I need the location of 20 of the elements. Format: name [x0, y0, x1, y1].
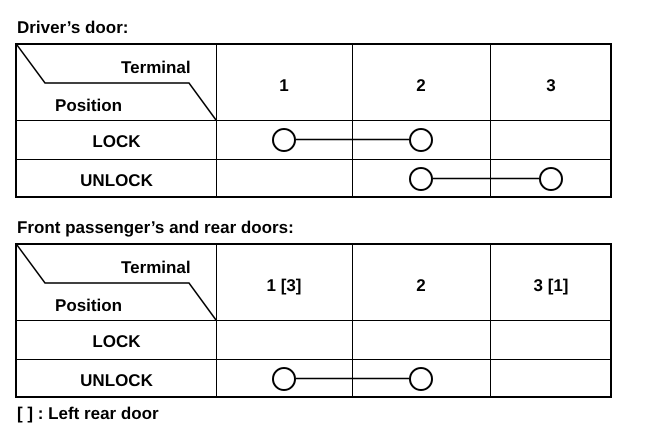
- connection-line: [296, 378, 409, 380]
- row-header: Position: [55, 95, 122, 117]
- position-label: LOCK: [91, 331, 142, 353]
- terminal-number: 1: [278, 75, 290, 97]
- row-header: Position: [55, 295, 122, 317]
- table-heading: Front passenger’s and rear doors:: [17, 218, 294, 238]
- table-heading: Driver’s door:: [17, 18, 128, 38]
- connection-line: [296, 138, 409, 140]
- connection-line: [433, 178, 539, 180]
- terminal-number: 1 [3]: [266, 275, 302, 297]
- position-label: UNLOCK: [79, 170, 154, 192]
- footnote: [ ] : Left rear door: [17, 403, 159, 425]
- column-header: Terminal: [121, 57, 191, 79]
- terminal-number: 2: [415, 75, 427, 97]
- position-label: UNLOCK: [79, 370, 154, 392]
- column-header: Terminal: [121, 257, 191, 279]
- terminal-number: 3: [545, 75, 557, 97]
- terminal-number: 3 [1]: [532, 275, 570, 297]
- position-label: LOCK: [91, 131, 142, 153]
- terminal-number: 2: [415, 275, 427, 297]
